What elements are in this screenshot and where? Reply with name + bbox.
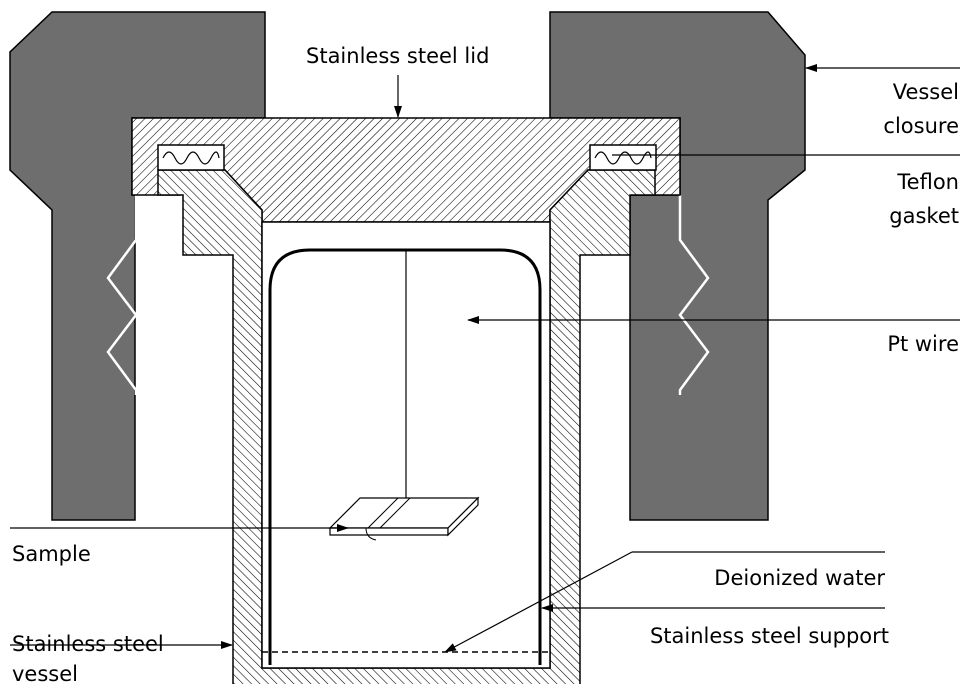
label-teflon-gasket-line2: gasket [889, 204, 959, 228]
label-teflon-gasket-line1: Teflon [897, 170, 959, 194]
label-vessel-closure-line1: Vessel [892, 80, 959, 104]
label-pt-wire: Pt wire [887, 332, 959, 356]
label-stainless-steel-support: Stainless steel support [649, 624, 889, 648]
label-vessel-closure-line2: closure [883, 114, 959, 138]
label-stainless-steel-vessel-line1: Stainless steel [12, 632, 164, 656]
label-stainless-steel-vessel-line2: vessel [12, 662, 78, 686]
label-stainless-steel-lid: Stainless steel lid [306, 44, 490, 68]
vessel-closure-left [9, 11, 266, 521]
teflon-gasket-right [589, 144, 657, 171]
vessel-closure-right [549, 11, 806, 521]
teflon-gasket-left [157, 144, 225, 171]
sample-plate [328, 496, 480, 541]
label-deionized-water: Deionized water [714, 566, 885, 590]
thread-right [678, 195, 710, 395]
water-arrow [444, 551, 633, 653]
stainless-steel-support [268, 248, 542, 665]
thread-left [106, 195, 138, 395]
label-sample: Sample [12, 542, 91, 566]
